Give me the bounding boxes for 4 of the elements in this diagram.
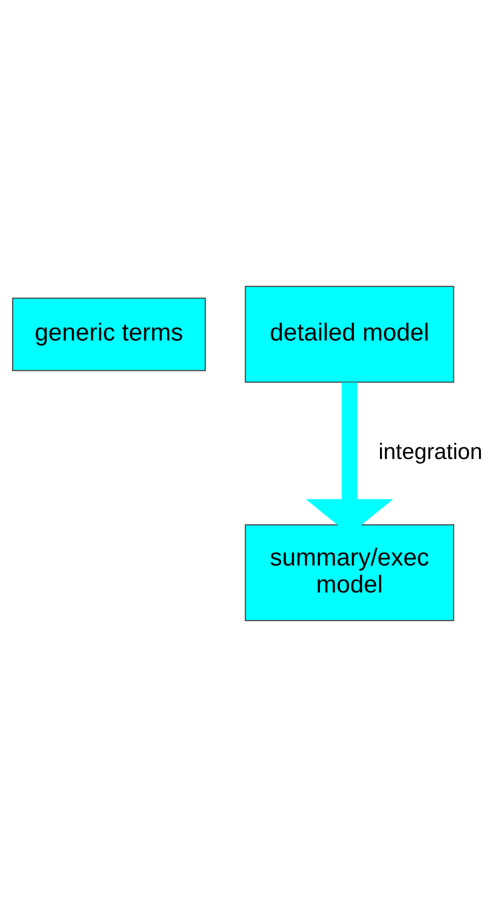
node-box: summary/exec model <box>244 524 454 621</box>
edge-label: integration <box>378 438 482 464</box>
node-box: generic terms <box>12 297 206 371</box>
node-box: detailed model <box>244 285 454 382</box>
